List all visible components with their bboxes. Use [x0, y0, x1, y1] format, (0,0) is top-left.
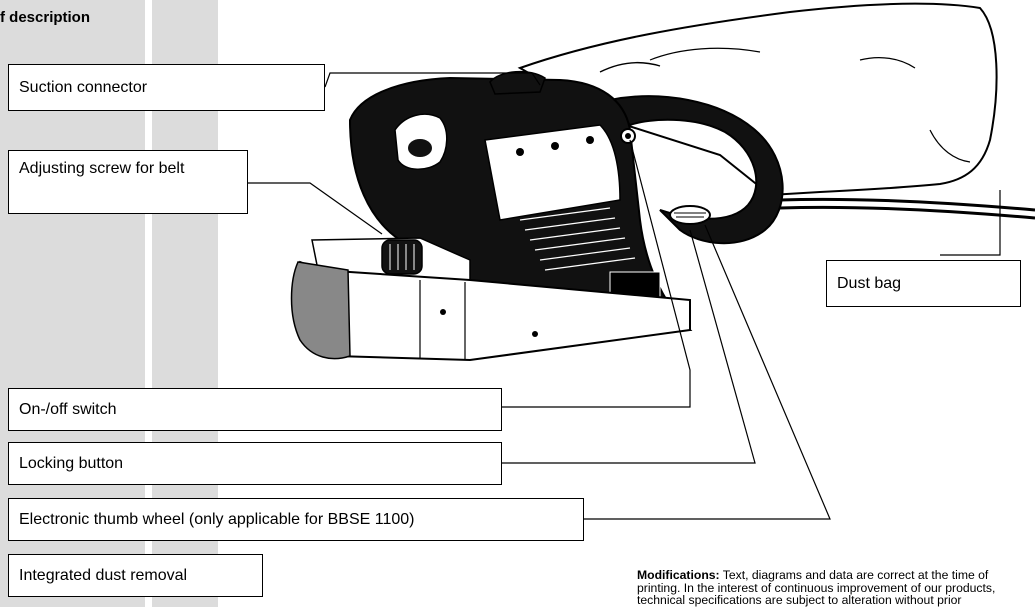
modifications-note-text: Text, diagrams and data are correct at t…	[637, 568, 996, 607]
modifications-note: Modifications: Text, diagrams and data a…	[637, 569, 1032, 607]
label-dust-removal: Integrated dust removal	[8, 554, 263, 597]
section-heading: f description	[0, 9, 91, 26]
label-thumb-wheel: Electronic thumb wheel (only applicable …	[8, 498, 584, 541]
label-dust-bag: Dust bag	[826, 260, 1021, 307]
modifications-note-label: Modifications:	[637, 568, 720, 582]
label-adjusting-screw: Adjusting screw for belt	[8, 150, 248, 214]
label-on-off-switch: On-/off switch	[8, 388, 502, 431]
label-locking-button: Locking button	[8, 442, 502, 485]
dust-bag-shape	[517, 2, 998, 197]
label-suction-connector: Suction connector	[8, 64, 325, 111]
